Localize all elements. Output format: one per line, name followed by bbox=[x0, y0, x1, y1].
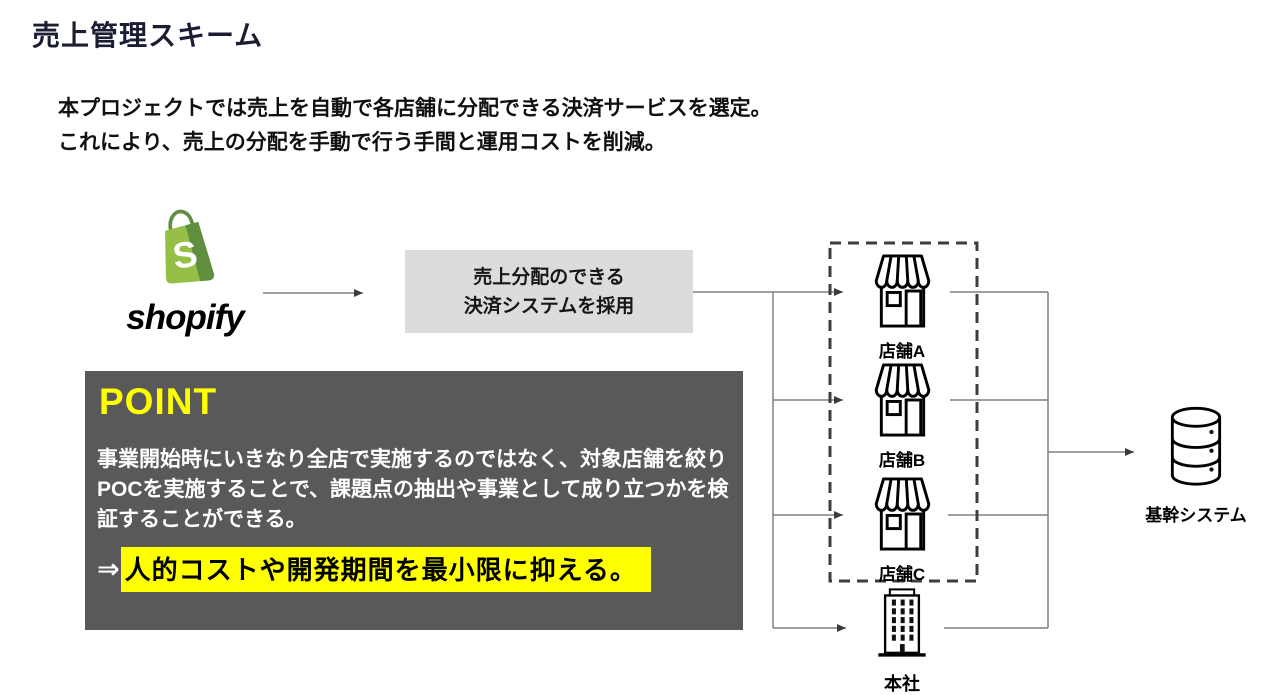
database-icon bbox=[1170, 406, 1222, 486]
office-building-icon bbox=[878, 588, 926, 657]
storefront-icon bbox=[874, 477, 930, 551]
store-b-label: 店舗B bbox=[878, 451, 926, 470]
adoption-box: 売上分配のできる 決済システムを採用 bbox=[405, 250, 693, 333]
node-headquarters: 本社 bbox=[852, 588, 952, 695]
shopify-bag-icon: S bbox=[165, 209, 215, 284]
point-highlight-text: 人的コストや開発期間を最小限に抑える。 bbox=[120, 546, 651, 592]
core-system-label: 基幹システム bbox=[1145, 506, 1247, 525]
intro-line-2: これにより、売上の分配を手動で行う手間と運用コストを削減。 bbox=[58, 131, 666, 154]
intro-text: 本プロジェクトでは売上を自動で各店舗に分配できる決済サービスを選定。 これにより… bbox=[58, 92, 772, 160]
intro-line-1: 本プロジェクトでは売上を自動で各店舗に分配できる決済サービスを選定。 bbox=[58, 97, 772, 120]
shopify-wordmark: shopify bbox=[126, 298, 244, 337]
storefront-icon bbox=[874, 254, 930, 328]
storefront-icon bbox=[874, 363, 930, 437]
node-store-c: 店舗C bbox=[852, 476, 952, 585]
point-conclusion: ⇒ 人的コストや開発期間を最小限に抑える。 bbox=[97, 546, 731, 592]
store-a-label: 店舗A bbox=[878, 342, 926, 361]
point-heading: POINT bbox=[99, 381, 218, 422]
point-box: POINT 事業開始時にいきなり全店で実施するのではなく、対象店舗を絞りPOCを… bbox=[85, 371, 743, 630]
adoption-box-line-2: 決済システムを採用 bbox=[463, 295, 635, 317]
page-title: 売上管理スキーム bbox=[32, 20, 264, 51]
hq-label: 本社 bbox=[884, 674, 920, 694]
shopify-logo: S shopify bbox=[110, 206, 260, 338]
store-c-label: 店舗C bbox=[878, 565, 926, 584]
node-store-a: 店舗A bbox=[852, 253, 952, 362]
adoption-box-line-1: 売上分配のできる bbox=[473, 266, 625, 288]
point-body-text: 事業開始時にいきなり全店で実施するのではなく、対象店舗を絞りPOCを実施すること… bbox=[97, 447, 729, 531]
node-store-b: 店舗B bbox=[852, 362, 952, 471]
double-arrow-icon: ⇒ bbox=[97, 553, 120, 584]
node-core-system: 基幹システム bbox=[1131, 405, 1261, 526]
